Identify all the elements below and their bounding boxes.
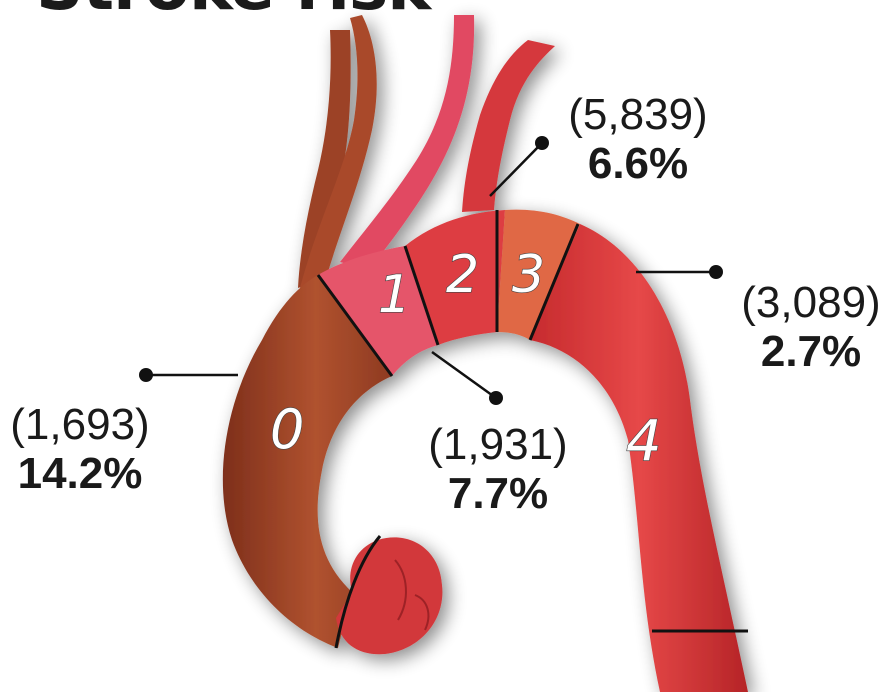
zone-1-number: 1 <box>378 265 411 325</box>
zone-2-count: (5,839) <box>558 90 718 139</box>
zone-2-label: (5,839) 6.6% <box>558 90 718 189</box>
zone-0-number: 0 <box>270 398 304 461</box>
left-subclavian-vessel <box>462 40 555 212</box>
zone-2-percent: 6.6% <box>558 139 718 188</box>
zone-4-percent: 2.7% <box>730 327 892 376</box>
zone-4-label: (3,089) 2.7% <box>730 278 892 377</box>
zone-1-label: (1,931) 7.7% <box>418 420 578 519</box>
zone-0-count: (1,693) <box>6 400 154 449</box>
zone-2-number: 2 <box>446 245 479 305</box>
zone-4-number: 4 <box>626 409 662 474</box>
zone-3-number: 3 <box>512 245 545 305</box>
zone-0-label: (1,693) 14.2% <box>6 400 154 499</box>
aortic-root <box>336 537 442 654</box>
zone-1-percent: 7.7% <box>418 469 578 518</box>
zone-1-count: (1,931) <box>418 420 578 469</box>
zone-0-percent: 14.2% <box>6 449 154 498</box>
zone-4-count: (3,089) <box>730 278 892 327</box>
page-title: Stroke risk <box>36 0 430 25</box>
